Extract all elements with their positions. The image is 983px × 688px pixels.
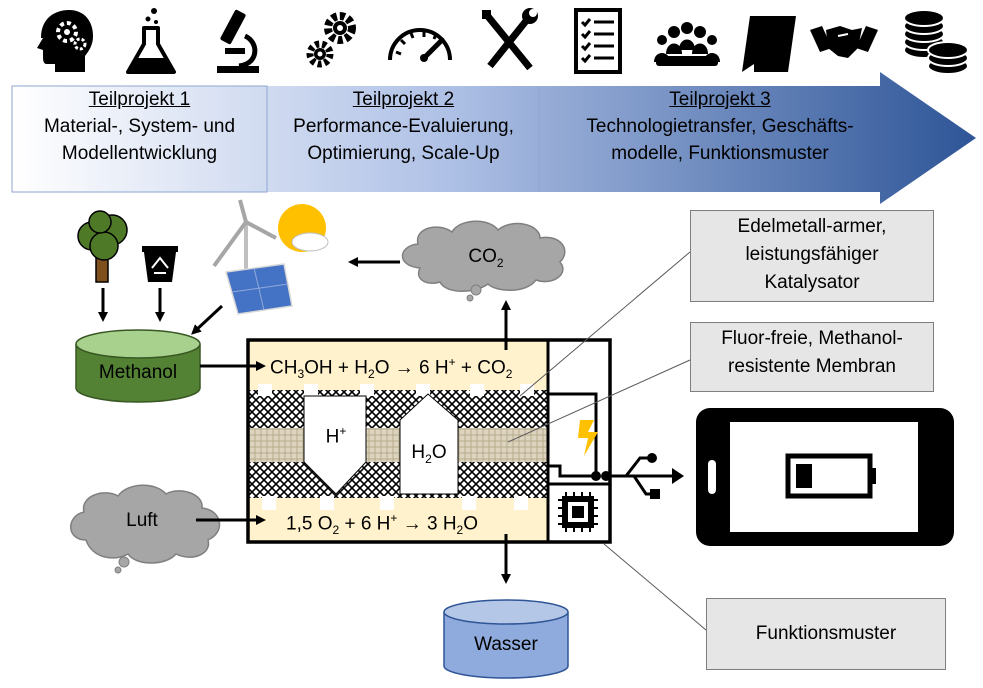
anode-eq-part: + CO — [455, 357, 506, 379]
chip-icon — [558, 492, 598, 532]
catalyst-line2: leistungsfähiger — [745, 244, 879, 265]
anode-eq-part: O → 6 H — [374, 357, 449, 379]
phase-2-line1: Performance-Evaluierung, — [293, 116, 514, 137]
gears-icon — [300, 6, 362, 76]
fuel-cell — [246, 338, 612, 544]
anode-equation: CH3OH + H2O → 6 H+ + CO2 — [270, 355, 512, 381]
cathode-eq-sup: + — [390, 511, 398, 525]
recycle-bin-icon — [142, 246, 178, 282]
wasser-label: Wasser — [474, 634, 538, 655]
microscope-icon — [205, 6, 267, 76]
prototype-text: Funktionsmuster — [755, 623, 897, 644]
anode-eq-sub: 2 — [505, 367, 513, 382]
membrane-line1: Fluor-freie, Methanol- — [721, 328, 903, 349]
cathode-equation: 1,5 O2 + 6 H+ → 3 H2O — [286, 511, 478, 537]
phase-3-title: Teilprojekt 3 — [669, 89, 771, 110]
usb-icon — [601, 453, 684, 499]
document-icon — [740, 6, 802, 76]
water-label: H2O — [404, 442, 454, 466]
methanol-label: Methanol — [98, 362, 178, 383]
prototype-callout: Funktionsmuster — [706, 598, 946, 670]
anode-eq-sup: + — [448, 355, 456, 369]
water-text: O — [431, 442, 447, 463]
methanol-tank — [75, 329, 201, 403]
cathode-eq-sub: 2 — [332, 523, 340, 538]
proton-label: H+ — [316, 424, 356, 448]
head-gears-icon — [33, 6, 95, 76]
catalyst-line3: Katalysator — [764, 272, 860, 293]
membrane-callout: Fluor-freie, Methanol- resistente Membra… — [690, 322, 934, 392]
anode-eq-part: CH — [270, 357, 298, 379]
water-text: H — [411, 442, 426, 463]
coins-icon — [898, 6, 972, 76]
co2-text: CO — [468, 246, 497, 267]
phase-1: Teilprojekt 1 Material-, System- und Mod… — [12, 86, 267, 192]
phase-2-title: Teilprojekt 2 — [352, 89, 455, 110]
cathode-eq-part: 1,5 O — [286, 513, 333, 535]
phase-3-line2: modelle, Funktionsmuster — [611, 143, 829, 164]
catalyst-line1: Edelmetall-armer, — [737, 216, 887, 237]
renewable-energy-icon — [212, 199, 329, 315]
cathode-eq-part: → 3 H — [397, 513, 457, 535]
co2-label: CO2 — [446, 246, 526, 270]
lightning-icon — [578, 420, 598, 456]
cathode-eq-sub: 2 — [456, 523, 464, 538]
proton-sup: + — [339, 424, 347, 438]
phase-3-line1: Technologietransfer, Geschäfts- — [586, 116, 854, 137]
gauge-icon — [384, 6, 452, 76]
phase-2-line2: Optimierung, Scale-Up — [307, 143, 500, 164]
checklist-icon — [568, 6, 630, 76]
water-sub: 2 — [425, 451, 432, 466]
tree-icon — [77, 210, 128, 283]
co2-subscript: 2 — [496, 255, 504, 270]
phase-2: Teilprojekt 2 Performance-Evaluierung, O… — [268, 86, 539, 192]
handshake-icon — [808, 6, 880, 76]
team-icon — [652, 6, 722, 76]
luft-label: Luft — [126, 510, 158, 531]
anode-eq-part: OH + H — [304, 357, 369, 379]
phase-1-title: Teilprojekt 1 — [88, 89, 191, 110]
luft-cloud — [70, 484, 221, 574]
phase-1-line1: Material-, System- und — [43, 116, 236, 137]
anode-eq-sub: 2 — [368, 367, 375, 382]
anode-eq-sub: 3 — [297, 367, 305, 382]
cathode-eq-part: O — [463, 513, 479, 535]
co2-cloud — [401, 220, 566, 302]
membrane-line2: resistente Membran — [728, 356, 896, 377]
wasser-tank — [443, 599, 569, 679]
cathode-eq-part: + 6 H — [339, 513, 391, 535]
proton-text: H — [325, 426, 340, 448]
phase-3: Teilprojekt 3 Technologietransfer, Gesch… — [540, 86, 900, 192]
tools-icon — [478, 6, 540, 76]
flask-icon — [120, 6, 182, 76]
phone-icon — [696, 408, 954, 546]
phase-1-line2: Modellentwicklung — [61, 143, 218, 164]
catalyst-callout: Edelmetall-armer, leistungsfähiger Katal… — [690, 210, 934, 302]
